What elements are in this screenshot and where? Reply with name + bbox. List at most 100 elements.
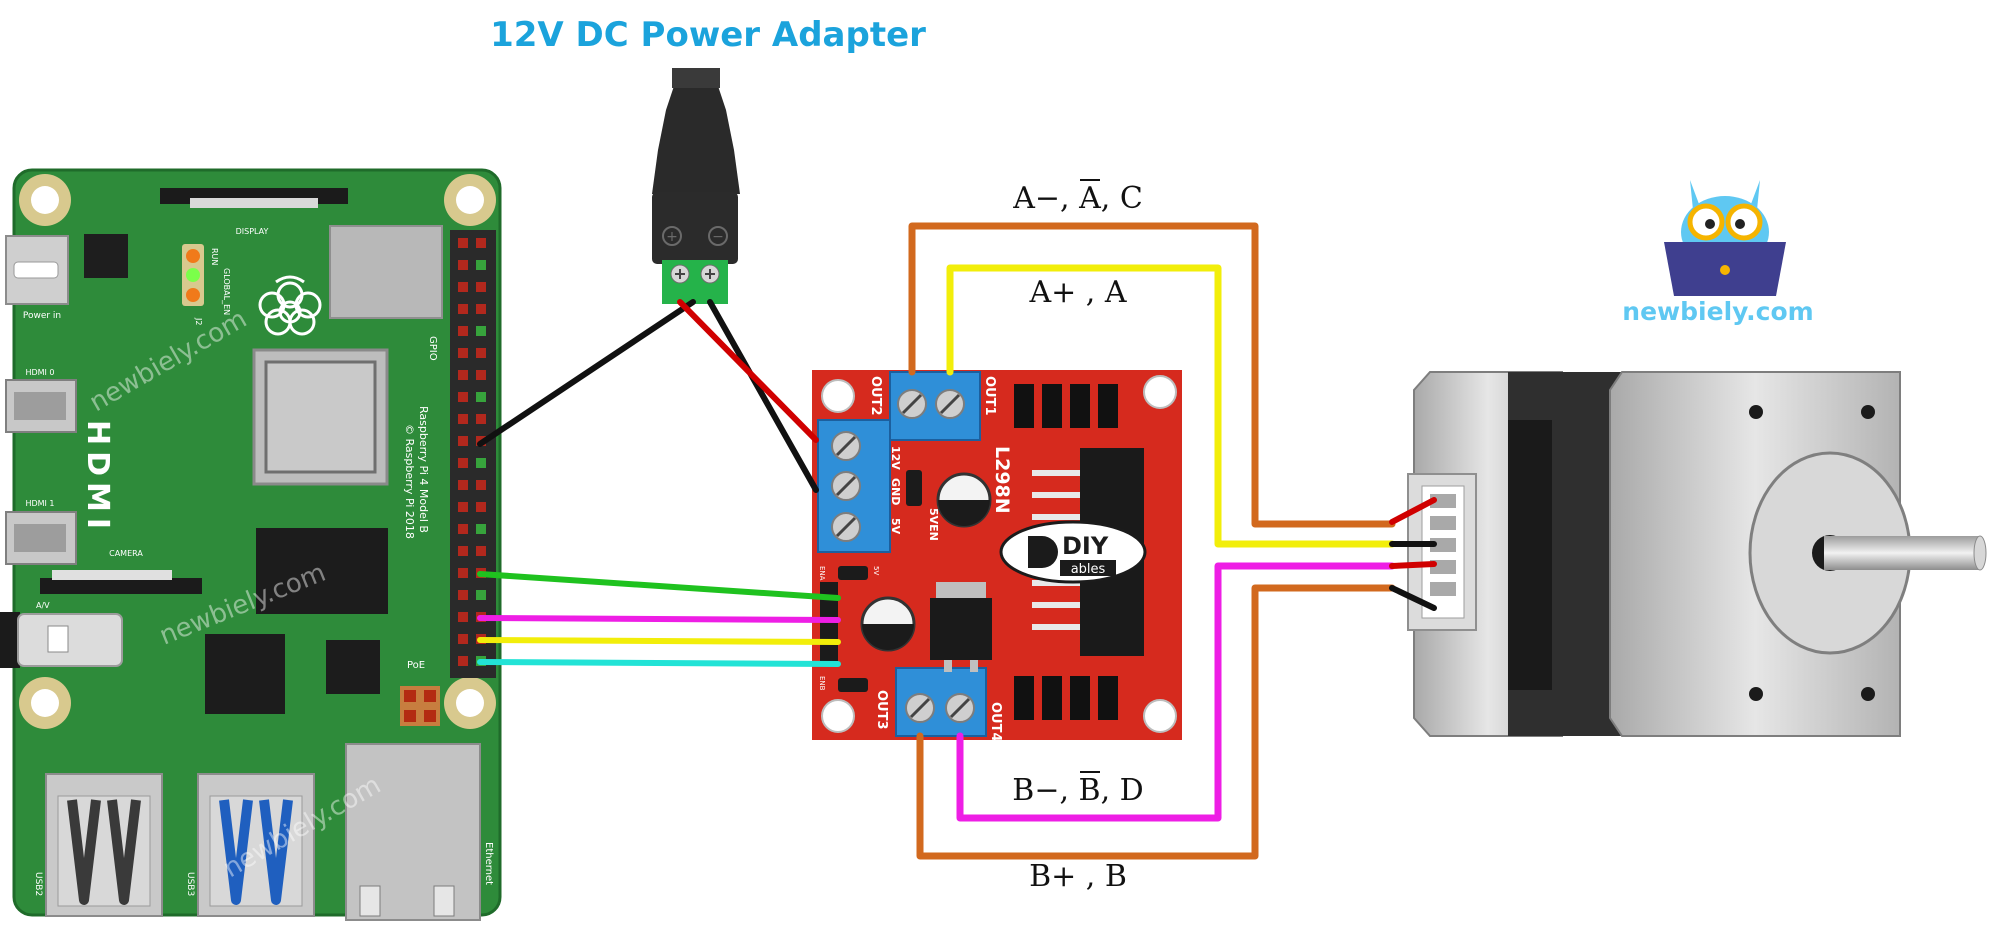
gpio-pin xyxy=(476,524,486,534)
ram-chip xyxy=(256,528,388,614)
gnd-label: GND xyxy=(889,478,902,505)
wire-label-b-plus: B+ , B xyxy=(1029,859,1127,894)
svg-text:+: + xyxy=(666,229,678,245)
gpio-pin xyxy=(458,634,468,644)
hdmi0-port xyxy=(5,379,77,433)
mounting-hole-icon xyxy=(19,174,71,226)
gpio-pin xyxy=(458,568,468,578)
gpio-pin xyxy=(476,480,486,490)
gpio-pin xyxy=(458,656,468,666)
gpio-pin xyxy=(458,436,468,446)
wire-label-b-minus: B−, B, D xyxy=(1012,773,1143,808)
gpio-pin xyxy=(458,392,468,402)
gpio-pin xyxy=(476,370,486,380)
out2-label: OUT2 xyxy=(868,376,883,416)
wire-label-a-plus: A+ , A xyxy=(1028,275,1126,310)
motor-shaft xyxy=(1824,535,1987,571)
chip-pin xyxy=(1032,602,1080,608)
small-chip xyxy=(84,234,128,278)
camera-label: CAMERA xyxy=(109,549,143,558)
wires xyxy=(477,222,1437,860)
control-wire-cyan xyxy=(477,659,841,667)
ena-label: ENA xyxy=(818,566,826,581)
gpio-pin xyxy=(458,238,468,248)
input-header xyxy=(820,582,838,666)
chip-pin xyxy=(1032,470,1080,476)
ena-jumper[interactable] xyxy=(838,566,868,580)
diyables-logo: DIY ables xyxy=(999,520,1147,584)
motor-wire-magenta-b xyxy=(956,562,1396,822)
capacitor-icon xyxy=(860,596,916,652)
out4-label: OUT4 xyxy=(988,702,1003,742)
control-wire-magenta xyxy=(477,615,841,623)
control-wire-yellow xyxy=(477,637,841,645)
gpio-pin xyxy=(476,326,486,336)
usb3-port xyxy=(197,773,315,917)
gpio-pin xyxy=(476,502,486,512)
mounting-hole-icon xyxy=(444,174,496,226)
raspberry-pi-board: DISPLAY Power in RUN GLOBAL_EN J2 xyxy=(0,168,502,921)
j2-label: J2 xyxy=(194,317,203,325)
usb2-port xyxy=(45,773,163,917)
poe-label: PoE xyxy=(407,660,425,671)
gpio-pin xyxy=(476,304,486,314)
gpio-pin xyxy=(458,502,468,512)
power-wire-red xyxy=(677,299,819,443)
newbiely-logo-icon xyxy=(1664,180,1786,296)
usb3-label: USB3 xyxy=(185,872,195,896)
gpio-pin xyxy=(476,282,486,292)
stepper-motor xyxy=(1407,371,1987,737)
gpio-pin xyxy=(476,458,486,468)
motor-wire-orange-a xyxy=(908,222,1396,528)
gpio-pin xyxy=(476,392,486,402)
hdmi-label: HDMI xyxy=(80,420,115,535)
gpio-pin xyxy=(458,546,468,556)
logo-main-text: DIY xyxy=(1062,532,1109,560)
enb-jumper[interactable] xyxy=(838,678,868,692)
logo-sub-text: ables xyxy=(1071,562,1106,577)
gpio-pin xyxy=(458,480,468,490)
mounting-hole-icon xyxy=(19,677,71,729)
usb2-label: USB2 xyxy=(33,872,43,896)
hdmi1-label: HDMI 1 xyxy=(25,499,54,508)
chip-pin xyxy=(1032,514,1080,520)
camera-connector xyxy=(40,578,202,594)
out3-label: OUT3 xyxy=(874,690,889,730)
power-in-label: Power in xyxy=(23,311,61,321)
capacitor-icon xyxy=(936,472,992,528)
mounting-hole-icon xyxy=(444,677,496,729)
out3-out4-terminal xyxy=(895,667,987,737)
hdmi0-label: HDMI 0 xyxy=(25,368,54,377)
wifi-module xyxy=(329,225,443,319)
raspberry-logo-icon xyxy=(258,275,322,336)
hdmi1-port xyxy=(5,511,77,565)
gpio-pin xyxy=(458,326,468,336)
gpio-pin xyxy=(458,304,468,314)
ethernet-port xyxy=(345,743,481,921)
power-wire-black-2 xyxy=(707,299,819,493)
gpio-pin xyxy=(458,282,468,292)
chip-pin xyxy=(1032,492,1080,498)
brand-name: newbiely.com xyxy=(1622,297,1813,326)
av-label: A/V xyxy=(36,601,50,610)
gpio-pin xyxy=(458,370,468,380)
motor-connector xyxy=(1407,473,1477,631)
global-en-label: GLOBAL_EN xyxy=(222,268,231,315)
out1-out2-terminal xyxy=(889,371,981,441)
status-leds xyxy=(182,244,204,306)
5ven-jumper[interactable] xyxy=(906,470,922,506)
enb-label: ENB xyxy=(818,676,826,691)
v12-label: 12V xyxy=(889,446,902,470)
gpio-pin xyxy=(458,524,468,534)
power-terminal xyxy=(817,419,891,553)
gpio-label: GPIO xyxy=(427,336,438,361)
gpio-header xyxy=(450,230,496,678)
v5-jumper-label: 5V xyxy=(872,566,880,575)
diodes-bottom xyxy=(1014,676,1118,720)
gpio-pin xyxy=(458,612,468,622)
gpio-pin xyxy=(458,458,468,468)
v5-label: 5V xyxy=(889,518,902,535)
diagram-title: 12V DC Power Adapter xyxy=(490,15,926,55)
gpio-pin xyxy=(476,590,486,600)
